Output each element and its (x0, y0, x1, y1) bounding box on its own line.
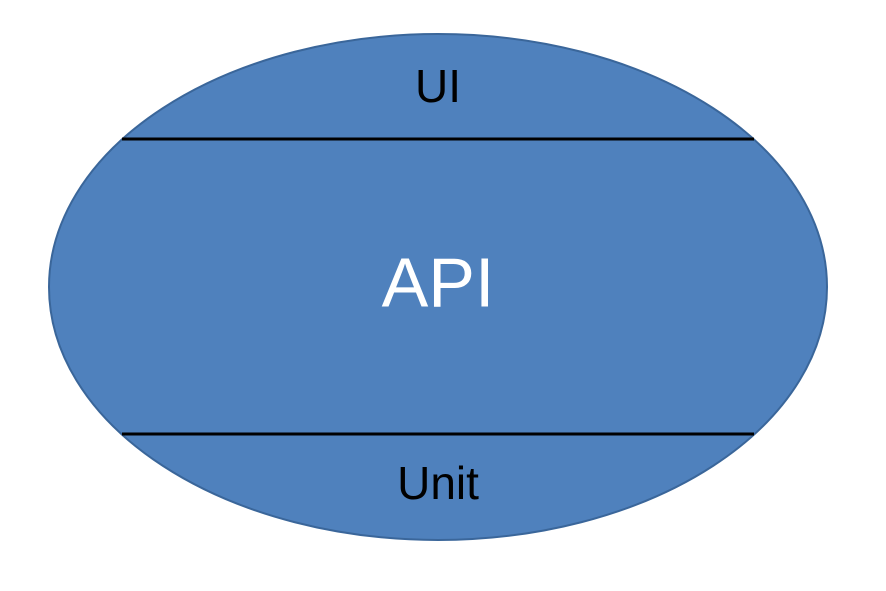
unit-layer-label: Unit (397, 457, 479, 509)
ui-layer-label: UI (415, 60, 461, 112)
api-layer-label: API (382, 243, 495, 321)
layer-ellipse (48, 33, 828, 541)
